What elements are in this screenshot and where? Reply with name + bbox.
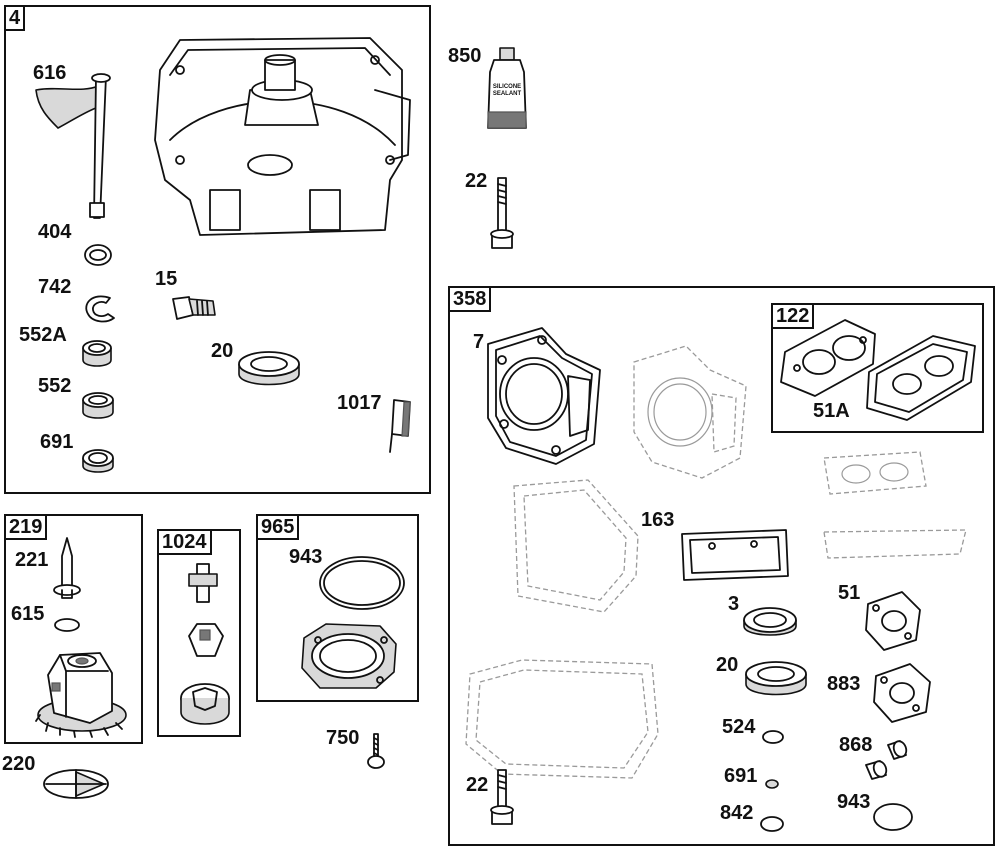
- bolt-22-box-part[interactable]: [490, 769, 514, 830]
- pin-221-part[interactable]: [52, 536, 82, 600]
- ghost-rocker-gasket: [513, 479, 639, 613]
- label-615: 615: [11, 603, 45, 625]
- label-552A: 552A: [19, 324, 67, 346]
- washer-404-part[interactable]: [82, 240, 114, 270]
- sealant-label-line1: SILICONE: [492, 84, 522, 90]
- label-163: 163: [641, 509, 675, 531]
- plate-220-part[interactable]: [40, 766, 112, 802]
- label-220: 220: [2, 753, 36, 775]
- gasket-51-part[interactable]: [862, 588, 926, 652]
- seal-20-part[interactable]: [235, 350, 303, 390]
- ring-842-part[interactable]: [758, 814, 786, 834]
- sealant-tube-part[interactable]: SILICONE SEALANT: [484, 47, 530, 136]
- plug-15-part[interactable]: [167, 293, 219, 325]
- label-3: 3: [728, 593, 740, 615]
- gear-219-part[interactable]: [30, 645, 130, 738]
- crankcase-part[interactable]: [140, 30, 420, 250]
- label-691: 691: [40, 431, 74, 453]
- head-gasket-7-part[interactable]: [482, 324, 604, 470]
- o-ring-943-right-part[interactable]: [870, 800, 916, 834]
- gasket-883-part[interactable]: [870, 660, 936, 724]
- group-1024-frame: 1024: [157, 529, 241, 737]
- label-883: 883: [827, 673, 861, 695]
- label-552: 552: [38, 375, 72, 397]
- label-404: 404: [38, 221, 72, 243]
- gasket-122-part[interactable]: [775, 310, 883, 402]
- ghost-head-gasket: [633, 345, 747, 479]
- group-122-frame: 122: [771, 303, 984, 433]
- label-750: 750: [326, 727, 360, 749]
- gasket-51A-part[interactable]: [863, 320, 983, 426]
- seal-20-box-part[interactable]: [742, 660, 810, 700]
- label-616: 616: [33, 62, 67, 84]
- gasket-163-part[interactable]: [678, 526, 792, 584]
- seal-3-part[interactable]: [740, 604, 800, 642]
- group-219-frame: 219: [4, 514, 143, 744]
- label-20-top: 20: [211, 340, 234, 362]
- group-219-tag: 219: [6, 516, 48, 540]
- screw-750-part[interactable]: [366, 732, 386, 772]
- group-965-tag: 965: [258, 516, 300, 540]
- label-51: 51: [838, 582, 861, 604]
- ghost-intake-gasket-b: [823, 529, 967, 559]
- label-51A: 51A: [813, 400, 850, 422]
- label-22-top: 22: [465, 170, 488, 192]
- oil-pump-parts[interactable]: [175, 560, 235, 732]
- seal-691-box-part[interactable]: [762, 776, 782, 792]
- group-965-frame: 965: [256, 514, 419, 702]
- bolt-22-top-part[interactable]: [490, 177, 514, 256]
- label-943-left: 943: [289, 546, 323, 568]
- sealant-label-line2: SEALANT: [492, 91, 522, 97]
- group-358-frame: 358: [448, 286, 995, 846]
- ring-524-part[interactable]: [760, 728, 786, 746]
- bearing-552A-part[interactable]: [80, 338, 114, 372]
- label-15: 15: [155, 268, 178, 290]
- label-20-box: 20: [716, 654, 739, 676]
- label-7: 7: [473, 331, 485, 353]
- label-943-right: 943: [837, 791, 871, 813]
- bearing-552-part[interactable]: [80, 390, 116, 424]
- label-868: 868: [839, 734, 873, 756]
- label-1017: 1017: [337, 392, 382, 414]
- label-691-box: 691: [724, 765, 758, 787]
- governor-shaft-part[interactable]: [28, 68, 128, 228]
- label-524: 524: [722, 716, 756, 738]
- label-742: 742: [38, 276, 72, 298]
- label-850: 850: [448, 45, 482, 67]
- ghost-base-gasket: [465, 659, 659, 779]
- group-122-tag: 122: [773, 305, 815, 329]
- group-4-tag: 4: [6, 7, 26, 31]
- filter-cover-965-part[interactable]: [296, 618, 400, 692]
- part-1017[interactable]: [384, 396, 418, 456]
- group-1024-tag: 1024: [159, 531, 212, 555]
- ring-615-part[interactable]: [52, 616, 82, 634]
- label-842: 842: [720, 802, 754, 824]
- o-ring-943-part[interactable]: [316, 552, 408, 614]
- label-22-box: 22: [466, 774, 489, 796]
- e-ring-742-part[interactable]: [80, 292, 120, 326]
- group-358-tag: 358: [450, 288, 492, 312]
- fitting-868-part[interactable]: [858, 737, 914, 785]
- ghost-intake-gasket-a: [823, 451, 927, 495]
- group-4-frame: 4: [4, 5, 431, 494]
- label-221: 221: [15, 549, 49, 571]
- seal-691-part[interactable]: [80, 446, 116, 478]
